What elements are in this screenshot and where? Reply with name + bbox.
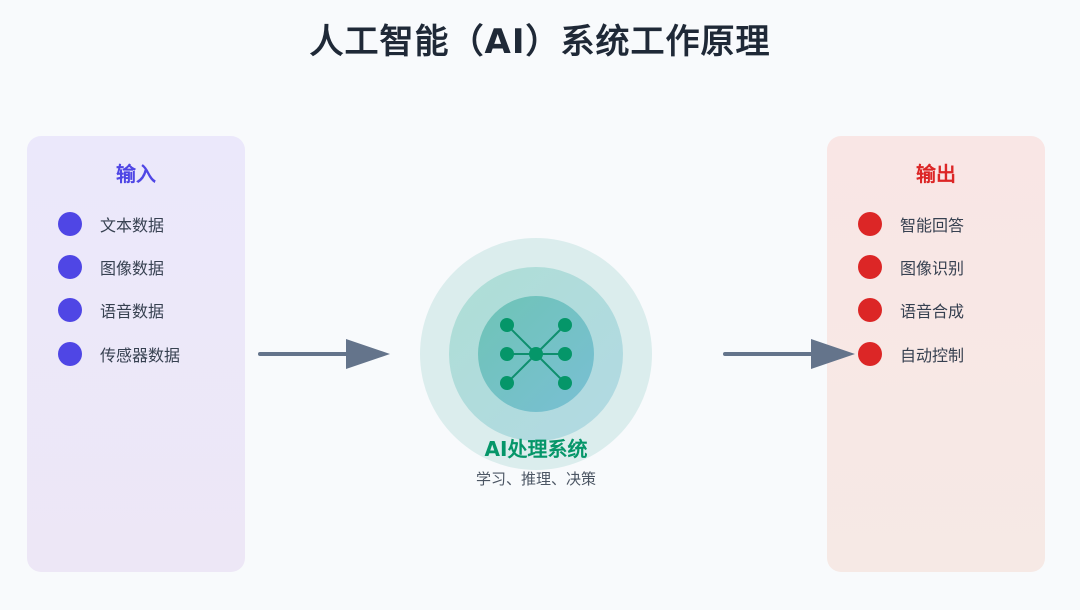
output-item: 图像识别 bbox=[858, 255, 964, 279]
output-bullet-icon bbox=[858, 255, 882, 279]
input-item: 图像数据 bbox=[58, 255, 164, 279]
input-panel-title: 输入 bbox=[116, 162, 156, 186]
output-item-label: 图像识别 bbox=[900, 259, 965, 278]
output-panel: 输出 智能回答 图像识别 语音合成 自动控制 bbox=[827, 136, 1045, 572]
output-bullet-icon bbox=[858, 342, 882, 366]
output-item: 自动控制 bbox=[858, 342, 964, 366]
input-item: 文本数据 bbox=[58, 212, 164, 236]
input-item-label: 文本数据 bbox=[100, 216, 165, 235]
input-to-center-arrow-icon bbox=[258, 339, 390, 369]
output-item-label: 语音合成 bbox=[900, 302, 965, 321]
input-bullet-icon bbox=[58, 255, 82, 279]
input-item-label: 传感器数据 bbox=[100, 346, 181, 365]
center-to-output-arrow-icon bbox=[723, 339, 855, 369]
output-item: 语音合成 bbox=[858, 298, 964, 322]
ai-system-subtitle: 学习、推理、决策 bbox=[475, 470, 596, 488]
input-bullet-icon bbox=[58, 212, 82, 236]
input-panel: 输入 文本数据 图像数据 语音数据 传感器数据 bbox=[27, 136, 245, 572]
input-bullet-icon bbox=[58, 342, 82, 366]
output-item: 智能回答 bbox=[858, 212, 964, 236]
input-item: 传感器数据 bbox=[58, 342, 180, 366]
output-item-label: 自动控制 bbox=[900, 346, 965, 365]
output-panel-title: 输出 bbox=[916, 162, 956, 186]
diagram-title: 人工智能（AI）系统工作原理 bbox=[309, 22, 771, 62]
output-bullet-icon bbox=[858, 212, 882, 236]
output-bullet-icon bbox=[858, 298, 882, 322]
input-item-label: 图像数据 bbox=[100, 259, 165, 278]
ai-system-title: AI处理系统 bbox=[484, 437, 588, 461]
neural-network-icon bbox=[500, 318, 572, 390]
output-item-label: 智能回答 bbox=[900, 216, 965, 235]
input-bullet-icon bbox=[58, 298, 82, 322]
input-item-label: 语音数据 bbox=[100, 302, 165, 321]
input-item: 语音数据 bbox=[58, 298, 164, 322]
